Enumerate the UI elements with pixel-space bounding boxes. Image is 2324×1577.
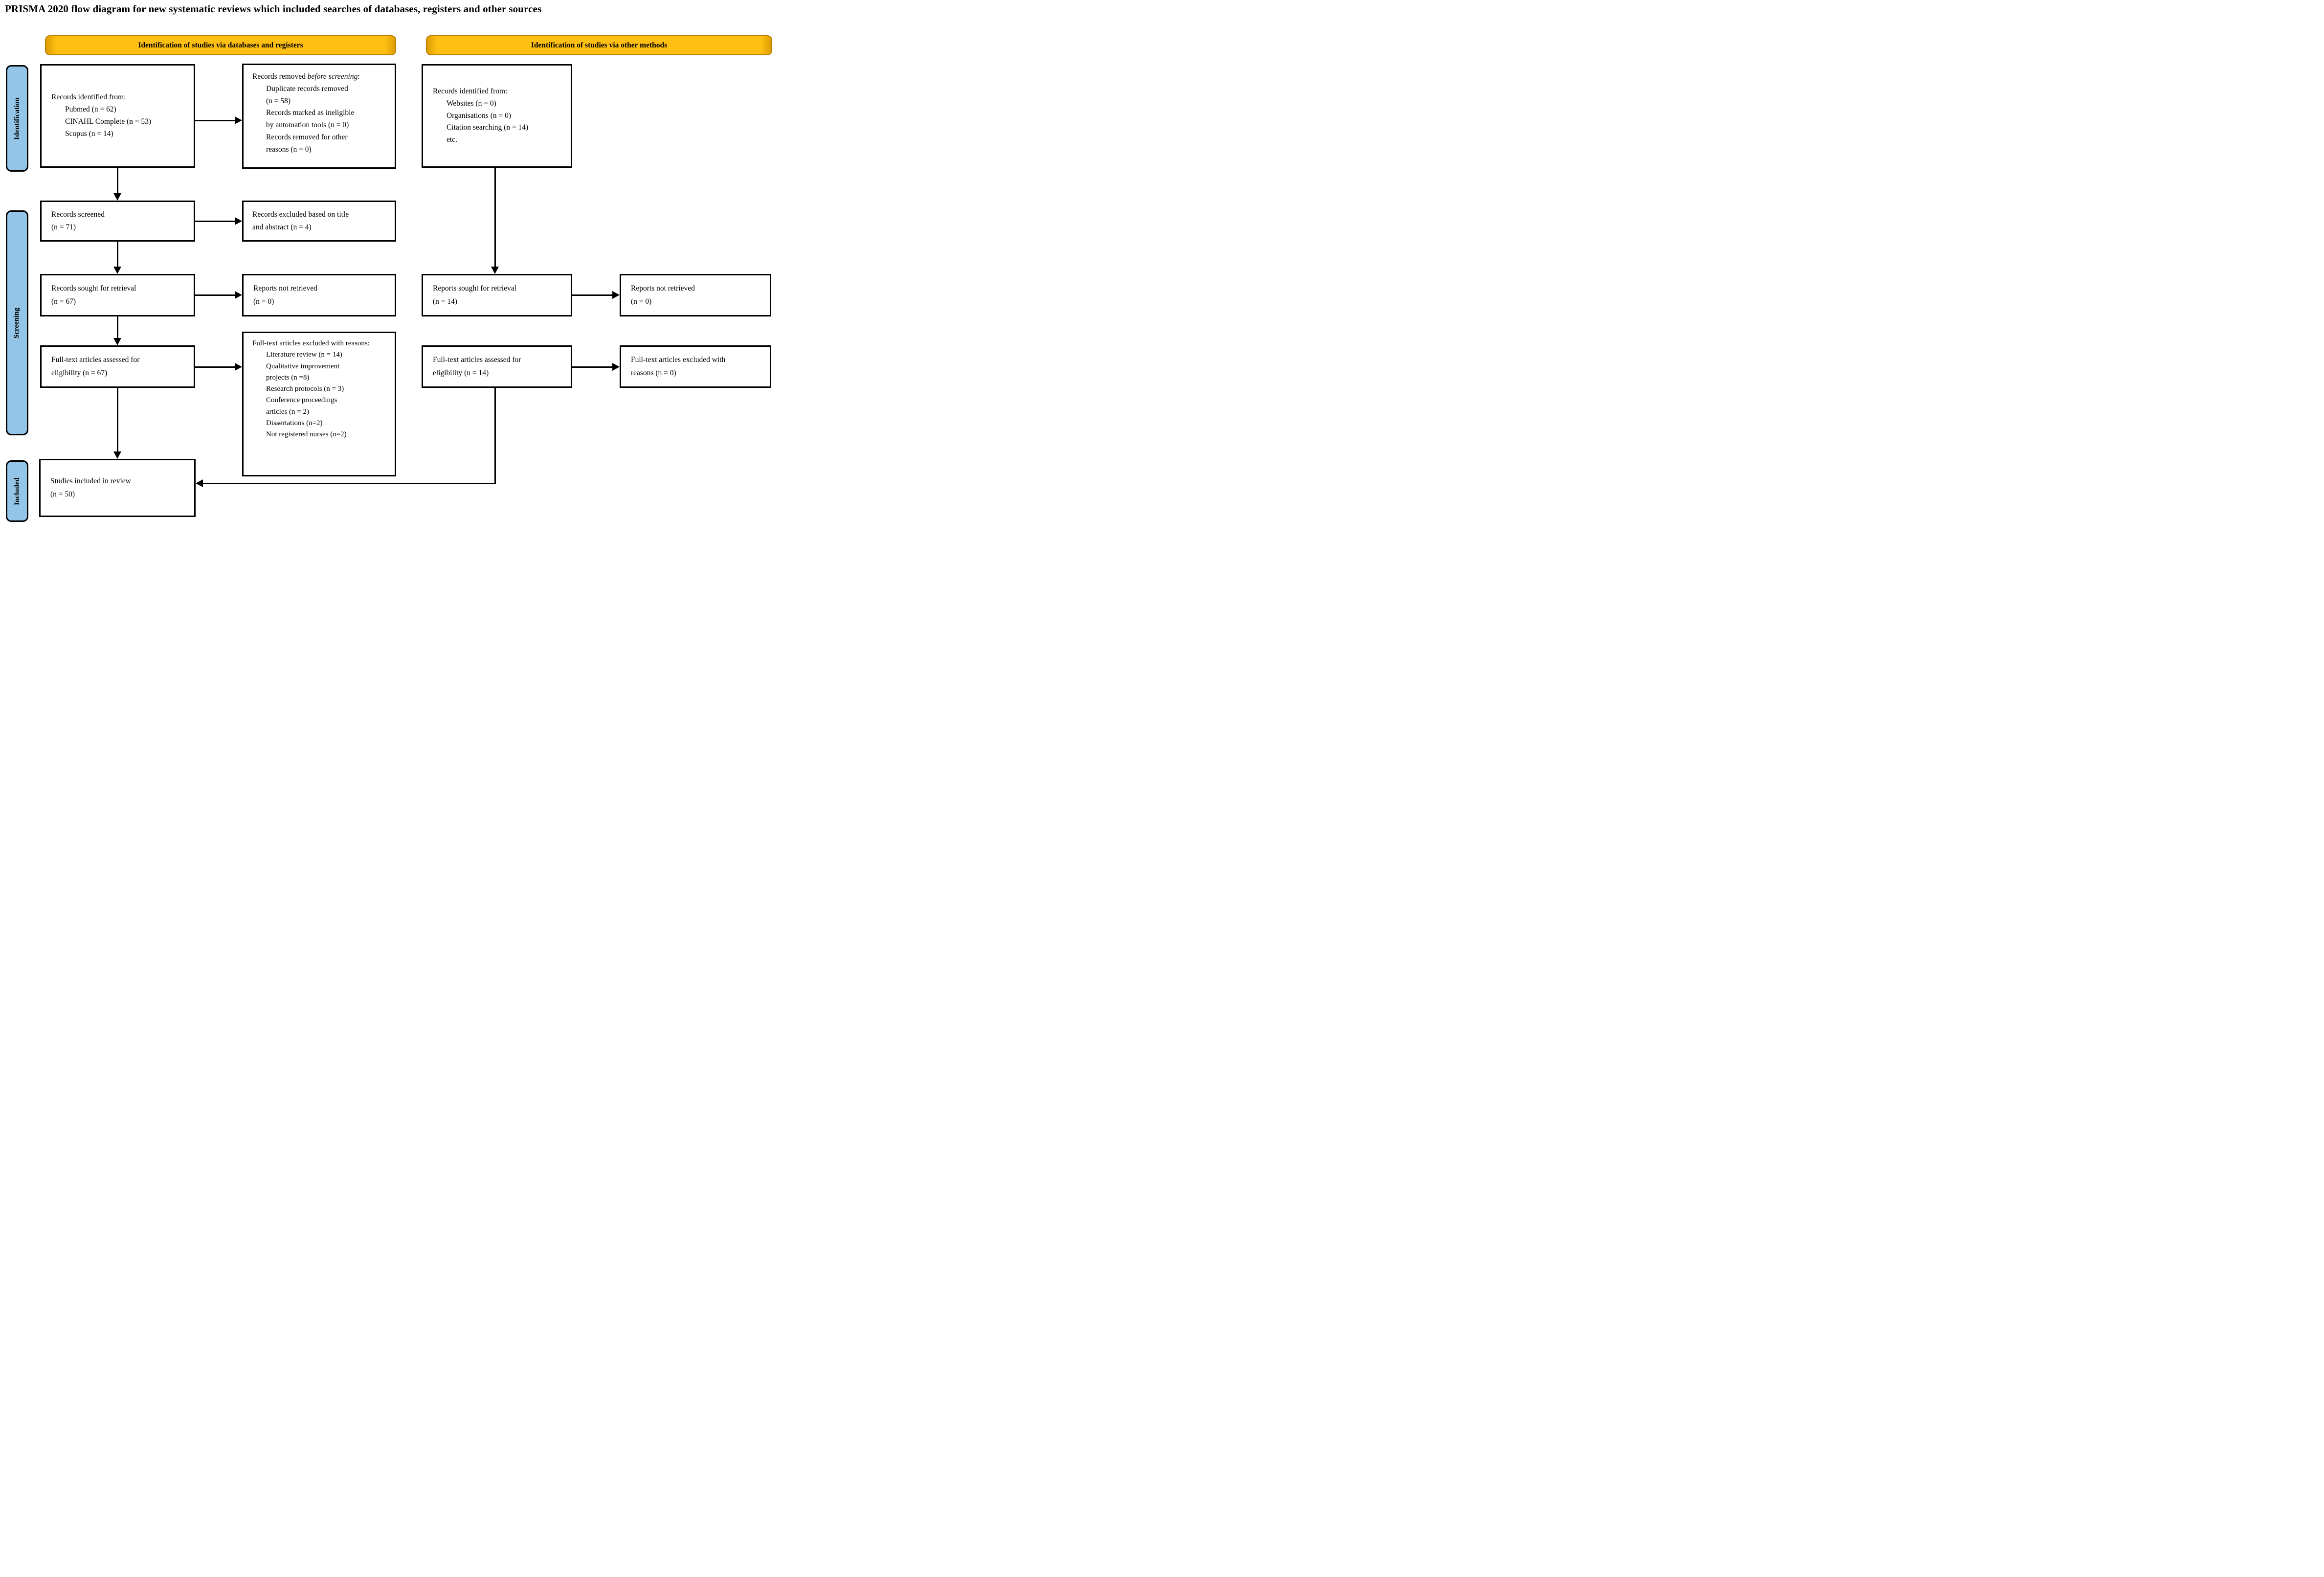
box-reports-sought-retrieval-other: Reports sought for retrieval (n = 14) xyxy=(422,274,572,316)
box-reports-not-retrieved-databases: Reports not retrieved (n = 0) xyxy=(242,274,396,316)
connector-line xyxy=(195,366,235,368)
arrow-down-otheridentified-to-reportssought xyxy=(491,267,499,274)
connector-line xyxy=(195,294,235,296)
box-records-screened: Records screened (n = 71) xyxy=(40,201,195,242)
list-item: Records marked as ineligible by automati… xyxy=(266,109,355,130)
list-item: Dissertations (n=2) xyxy=(266,419,323,427)
arrow-down-identified-to-screened xyxy=(113,193,121,201)
list-item: Not registered nurses (n=2) xyxy=(266,430,347,438)
box-records-excluded-title-abstract: Records excluded based on title and abst… xyxy=(242,201,396,242)
list-item: Websites (n = 0) xyxy=(447,99,496,108)
italic-phrase: before screening xyxy=(305,72,358,81)
connector-line xyxy=(494,388,496,484)
box-fulltext-assessed-other: Full-text articles assessed for eligibil… xyxy=(422,345,572,388)
box-fulltext-excluded-reasons: Full-text articles excluded with reasons… xyxy=(242,332,396,476)
arrow-right-reportssought-to-notretrieved xyxy=(612,291,620,299)
connector-line xyxy=(195,221,235,222)
box-fulltext-excluded-other: Full-text articles excluded with reasons… xyxy=(620,345,771,388)
list-item: Duplicate records removed (n = 58) xyxy=(266,84,348,105)
connector-line xyxy=(195,120,235,121)
box-heading: Full-text articles excluded with reasons… xyxy=(252,339,370,347)
banner-databases-registers: Identification of studies via databases … xyxy=(45,35,396,55)
page-title: PRISMA 2020 flow diagram for new systema… xyxy=(5,3,542,15)
sidebar-included-label: Included xyxy=(13,477,21,505)
list-item: CINAHL Complete (n = 53) xyxy=(65,117,152,126)
connector-line xyxy=(572,294,613,296)
sidebar-screening-label: Screening xyxy=(13,307,21,338)
box-heading: Records identified from: xyxy=(433,87,508,95)
connector-line xyxy=(572,366,613,368)
banner-other-methods-label: Identification of studies via other meth… xyxy=(531,41,668,49)
list-item: Scopus (n = 14) xyxy=(65,129,113,138)
list-item: Qualitative improvement projects (n =8) xyxy=(266,362,340,382)
box-records-identified-databases: Records identified from: Pubmed (n = 62)… xyxy=(40,64,195,168)
arrow-right-fulltextother-to-excluded xyxy=(612,363,620,371)
box-records-removed-before-screening: Records removed before screening: Duplic… xyxy=(242,64,396,169)
arrow-right-fulltext-to-excluded xyxy=(235,363,242,371)
connector-line xyxy=(494,168,496,267)
arrow-right-screened-to-excluded xyxy=(235,217,242,225)
arrow-down-screened-to-sought xyxy=(113,267,121,274)
sidebar-stage-identification: Identification xyxy=(6,65,28,172)
connector-line xyxy=(117,242,118,267)
arrow-down-fulltext-to-included xyxy=(113,451,121,459)
sidebar-identification-label: Identification xyxy=(13,97,21,140)
arrow-down-sought-to-fulltext xyxy=(113,338,121,345)
list-item: Pubmed (n = 62) xyxy=(65,105,116,114)
sidebar-stage-screening: Screening xyxy=(6,210,28,435)
arrow-right-sought-to-notretrieved xyxy=(235,291,242,299)
list-item: Research protocols (n = 3) xyxy=(266,385,344,393)
connector-line xyxy=(202,483,495,484)
box-heading: Records removed before screening: xyxy=(252,72,360,81)
list-item: Conference proceedings articles (n = 2) xyxy=(266,396,337,416)
box-reports-not-retrieved-other: Reports not retrieved (n = 0) xyxy=(620,274,771,316)
list-item: Organisations (n = 0) xyxy=(447,111,512,120)
sidebar-stage-included: Included xyxy=(6,460,28,522)
connector-line xyxy=(117,168,118,193)
arrow-right-identified-to-removed xyxy=(235,116,242,124)
connector-line xyxy=(117,316,118,338)
box-fulltext-assessed-databases: Full-text articles assessed for eligibil… xyxy=(40,345,195,388)
box-records-sought-retrieval: Records sought for retrieval (n = 67) xyxy=(40,274,195,316)
list-item: etc. xyxy=(447,135,457,144)
prisma-flow-diagram: PRISMA 2020 flow diagram for new systema… xyxy=(0,0,775,526)
connector-line xyxy=(117,388,118,451)
box-records-identified-other: Records identified from: Websites (n = 0… xyxy=(422,64,572,168)
list-item: Citation searching (n = 14) xyxy=(447,123,529,132)
box-heading: Records identified from: xyxy=(51,93,126,102)
banner-databases-label: Identification of studies via databases … xyxy=(138,41,303,49)
box-studies-included: Studies included in review (n = 50) xyxy=(39,459,196,517)
list-item: Records removed for other reasons (n = 0… xyxy=(266,133,348,154)
banner-other-methods: Identification of studies via other meth… xyxy=(426,35,772,55)
list-item: Literature review (n = 14) xyxy=(266,351,342,359)
arrow-left-other-to-included xyxy=(196,479,203,487)
